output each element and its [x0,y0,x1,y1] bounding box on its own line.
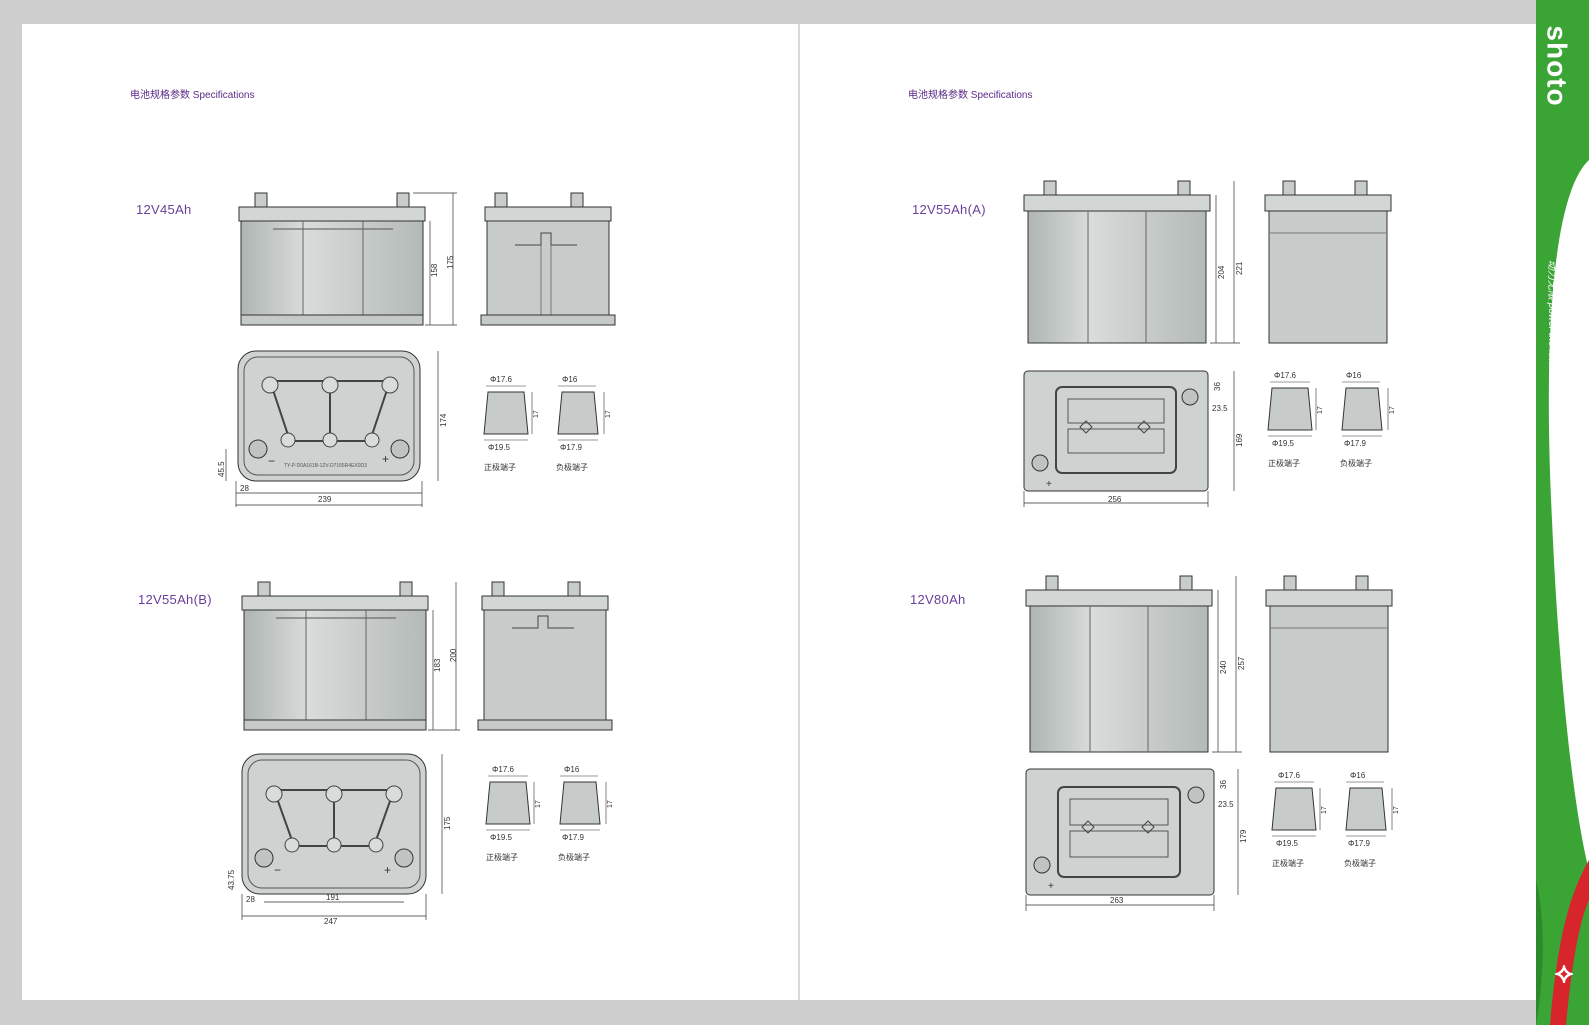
front-view-12v55ah-b: 183 200 [228,578,468,738]
svg-text:23.5: 23.5 [1212,404,1228,413]
svg-text:17: 17 [605,410,612,418]
svg-text:183: 183 [433,658,442,672]
top-view-12v55ah-b: − + 191 247 28 175 43.75 [214,750,464,925]
shoto-logo: shoto [1541,25,1573,107]
model-title-12v55ah-b: 12V55Ah(B) [138,592,212,607]
svg-text:175: 175 [443,816,452,830]
pos-top-dia: Φ17.6 [490,375,513,384]
svg-text:负极端子: 负极端子 [1340,458,1372,468]
svg-text:+: + [384,863,391,877]
svg-text:17: 17 [533,410,540,418]
dim-top-height: 174 [439,413,448,427]
top-view-12v55ah-a: + 256 169 36 23.5 [1020,365,1250,515]
battery-code: TY-P-D0A161B-12V-D7165R4EX0D3 [284,463,367,469]
svg-text:256: 256 [1108,495,1122,504]
top-view-12v80ah: + 263 179 36 23.5 [1020,765,1250,925]
front-view-12v55ah-a: 204 221 [1010,175,1250,350]
svg-text:169: 169 [1235,433,1244,447]
svg-text:191: 191 [326,893,340,902]
svg-text:17: 17 [1317,406,1324,414]
svg-text:正极端子: 正极端子 [1272,858,1304,868]
svg-text:正极端子: 正极端子 [486,852,518,862]
svg-text:Φ17.6: Φ17.6 [1274,371,1297,380]
svg-text:+: + [1046,479,1052,490]
terminals-12v55ah-b: Φ17.6 17 Φ19.5 正极端子 Φ16 17 Φ17.9 负极端子 [480,762,630,867]
svg-text:Φ16: Φ16 [562,375,578,384]
svg-text:240: 240 [1219,660,1228,674]
svg-text:36: 36 [1213,382,1222,391]
svg-text:正极端子: 正极端子 [1268,458,1300,468]
brand-band: shoto 动力无限 power the future ⟡ [1536,0,1589,1025]
dim-front-2: 175 [446,255,455,269]
svg-text:28: 28 [246,895,255,904]
svg-text:23.5: 23.5 [1218,800,1234,809]
svg-text:221: 221 [1235,261,1244,275]
brand-mark-icon: ⟡ [1554,957,1574,988]
svg-text:Φ16: Φ16 [1346,371,1362,380]
svg-text:−: − [274,863,281,877]
positive-terminal-label: 正极端子 [484,462,516,472]
side-view-12v45ah [475,185,625,335]
svg-text:Φ17.6: Φ17.6 [492,765,515,774]
svg-text:Φ16: Φ16 [1350,771,1366,780]
page-gutter [798,24,800,1000]
svg-text:200: 200 [449,648,458,662]
svg-text:36: 36 [1219,780,1228,789]
svg-text:Φ19.5: Φ19.5 [1272,439,1295,448]
svg-text:Φ17.9: Φ17.9 [560,443,583,452]
svg-text:Φ17.6: Φ17.6 [1278,771,1301,780]
svg-text:17: 17 [1389,406,1396,414]
top-view-12v45ah: −+ TY-P-D0A161B-12V-D7165R4EX0D3 239 28 … [210,345,460,510]
svg-text:247: 247 [324,917,338,925]
terminals-12v45ah: Φ17.6 17 Φ19.5 正极端子 Φ16 17 Φ17.9 负极端子 [478,372,628,477]
right-page-header: 电池规格参数 Specifications [908,90,1033,101]
front-view-12v45ah: 158 175 [225,185,465,335]
dim-length: 239 [318,495,332,504]
svg-text:Φ19.5: Φ19.5 [490,833,513,842]
svg-text:Φ17.9: Φ17.9 [562,833,585,842]
svg-text:+: + [382,452,389,466]
side-view-12v80ah [1256,570,1406,760]
negative-terminal-label: 负极端子 [556,462,588,472]
dim-offset: 45.5 [217,461,226,477]
dim-front-1: 158 [430,263,439,277]
terminals-12v55ah-a: Φ17.6 17 Φ19.5 正极端子 Φ16 17 Φ17.9 负极端子 [1262,368,1412,473]
svg-text:204: 204 [1217,265,1226,279]
svg-text:Φ17.9: Φ17.9 [1344,439,1367,448]
svg-text:Φ16: Φ16 [564,765,580,774]
svg-text:179: 179 [1239,829,1248,843]
svg-text:+: + [1048,881,1054,892]
side-view-12v55ah-b [472,578,622,738]
slogan: 动力无限 power the future [1546,259,1558,376]
side-view-12v55ah-a [1255,175,1405,350]
svg-text:Φ19.5: Φ19.5 [488,443,511,452]
left-page-header: 电池规格参数 Specifications [130,90,255,101]
model-title-12v55ah-a: 12V55Ah(A) [912,202,986,217]
svg-text:负极端子: 负极端子 [558,852,590,862]
model-title-12v80ah: 12V80Ah [910,592,966,607]
svg-text:17: 17 [1393,806,1400,814]
svg-text:263: 263 [1110,896,1124,905]
front-view-12v80ah: 240 257 [1012,570,1252,760]
svg-text:43.75: 43.75 [227,869,236,890]
svg-text:17: 17 [607,800,614,808]
terminals-12v80ah: Φ17.6 17 Φ19.5 正极端子 Φ16 17 Φ17.9 负极端子 [1266,768,1416,873]
svg-text:负极端子: 负极端子 [1344,858,1376,868]
model-title-12v45ah: 12V45Ah [136,202,192,217]
dim-terminal-offset: 28 [240,484,249,493]
svg-text:Φ17.9: Φ17.9 [1348,839,1371,848]
svg-text:17: 17 [1321,806,1328,814]
svg-text:Φ19.5: Φ19.5 [1276,839,1299,848]
svg-text:−: − [268,454,275,468]
svg-text:17: 17 [535,800,542,808]
svg-text:257: 257 [1237,656,1246,670]
